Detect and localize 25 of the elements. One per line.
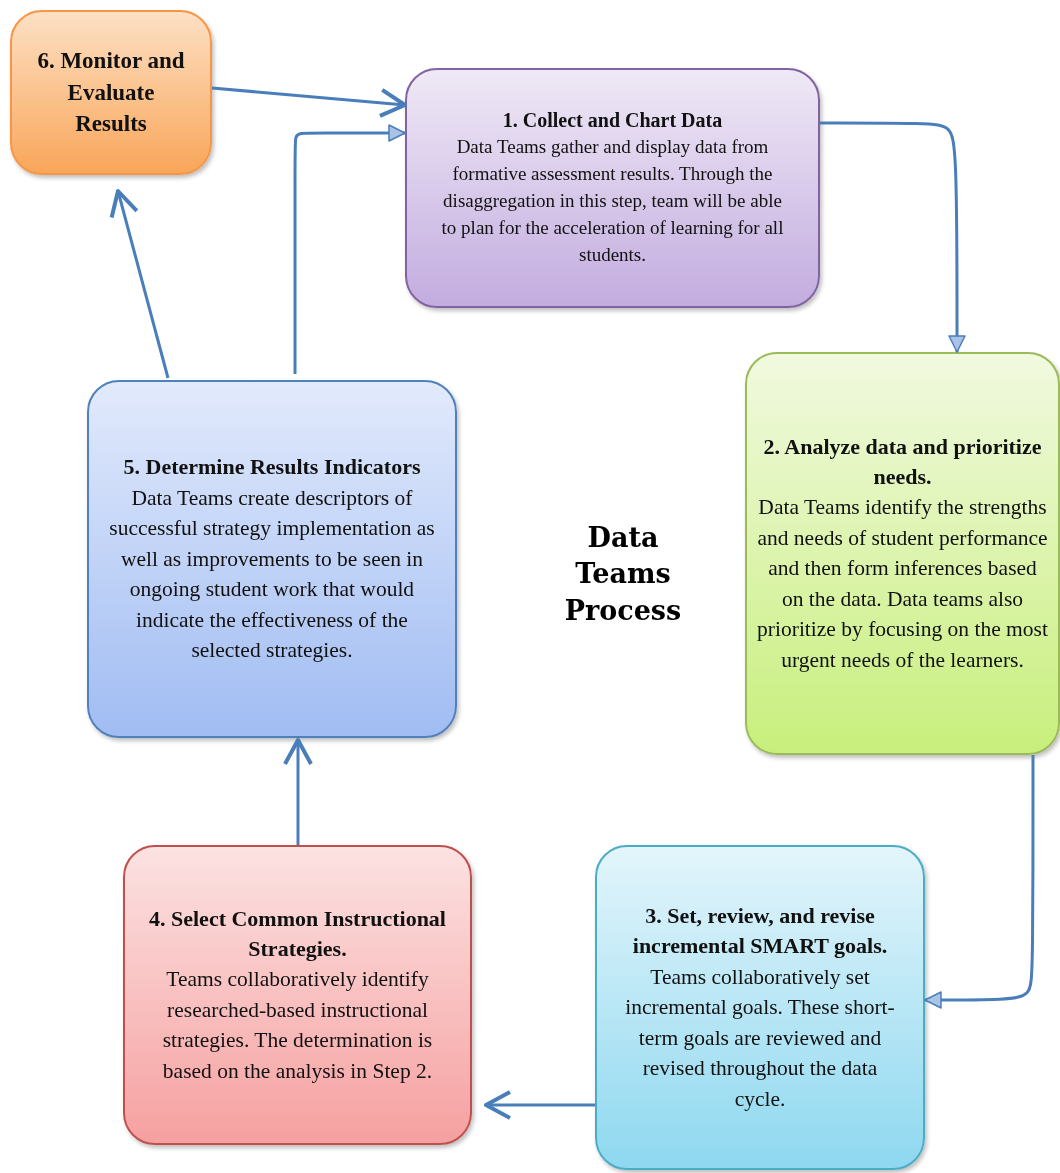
- step-heading: 6. Monitor and Evaluate Results: [36, 46, 186, 139]
- step-heading: 4. Select Common Instructional Strategies.: [148, 904, 447, 963]
- arrow: [283, 738, 313, 845]
- step-heading: 2. Analyze data and prioritize needs.: [762, 432, 1043, 491]
- step-heading: 3. Set, review, and revise incremental SMART goals.: [631, 901, 889, 961]
- step-description: Teams collaboratively identify researched-based instructional strategies. The determination is based on the analysis in Step 2.: [161, 966, 434, 1085]
- step-description: Teams collaboratively set incremental goals. These short-term goals are reviewed and revised throughout the data cycle.: [624, 963, 896, 1113]
- step-heading: 1. Collect and Chart Data: [502, 107, 723, 133]
- arrow: [924, 755, 1035, 1009]
- diagram-title: Data Teams Process: [563, 521, 683, 628]
- step-box: [405, 68, 820, 308]
- step-description: Data Teams create descriptors of successful strategy implementation as well as improvements to be seen in ongoing student work that would indicate the effectiveness of the selected strategies.: [108, 484, 436, 665]
- arrow: [820, 121, 966, 353]
- step-description: Data Teams gather and display data from formative assessment results. Through the disaggregation in this step, team will be able to plan for the acceleration of learning for all students.: [440, 135, 785, 268]
- arrow: [211, 86, 407, 118]
- step-heading: 5. Determine Results Indicators: [123, 453, 421, 482]
- arrow: [293, 124, 406, 374]
- arrow: [109, 189, 170, 379]
- step-box: [10, 10, 212, 175]
- step-description: Data Teams identify the strengths and needs of student performance and then form inferences based on the data. Data teams also prioritize by focusing on the most urgent needs of the learners.: [757, 494, 1048, 674]
- step-box: [595, 845, 925, 1170]
- step-box: [745, 352, 1060, 755]
- arrow: [484, 1090, 595, 1120]
- step-box: [123, 845, 472, 1145]
- step-box: [87, 380, 457, 738]
